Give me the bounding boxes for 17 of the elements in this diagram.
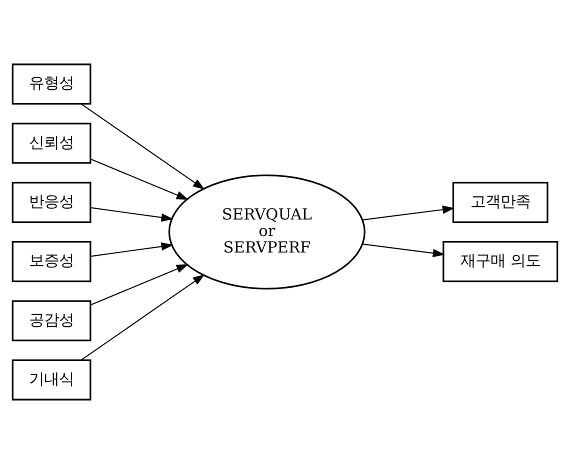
node-box: 고객만족 [452, 182, 548, 223]
arrow [81, 274, 205, 360]
node-box: 반응성 [12, 182, 92, 223]
node-box: 재구매 의도 [442, 241, 558, 282]
arrow [81, 104, 205, 190]
arrow [362, 244, 445, 258]
node-box: 공감성 [12, 300, 92, 342]
node-ellipse: SERVQUAL or SERVPERF [168, 174, 366, 290]
arrow [90, 264, 189, 306]
node-box: 기내식 [12, 359, 92, 400]
arrow [90, 242, 174, 257]
node-box: 유형성 [12, 64, 92, 105]
node-box: 보증성 [12, 241, 92, 282]
arrow [90, 158, 189, 200]
node-box: 신뢰성 [12, 122, 92, 164]
arrow [90, 207, 174, 222]
arrow [362, 205, 455, 220]
